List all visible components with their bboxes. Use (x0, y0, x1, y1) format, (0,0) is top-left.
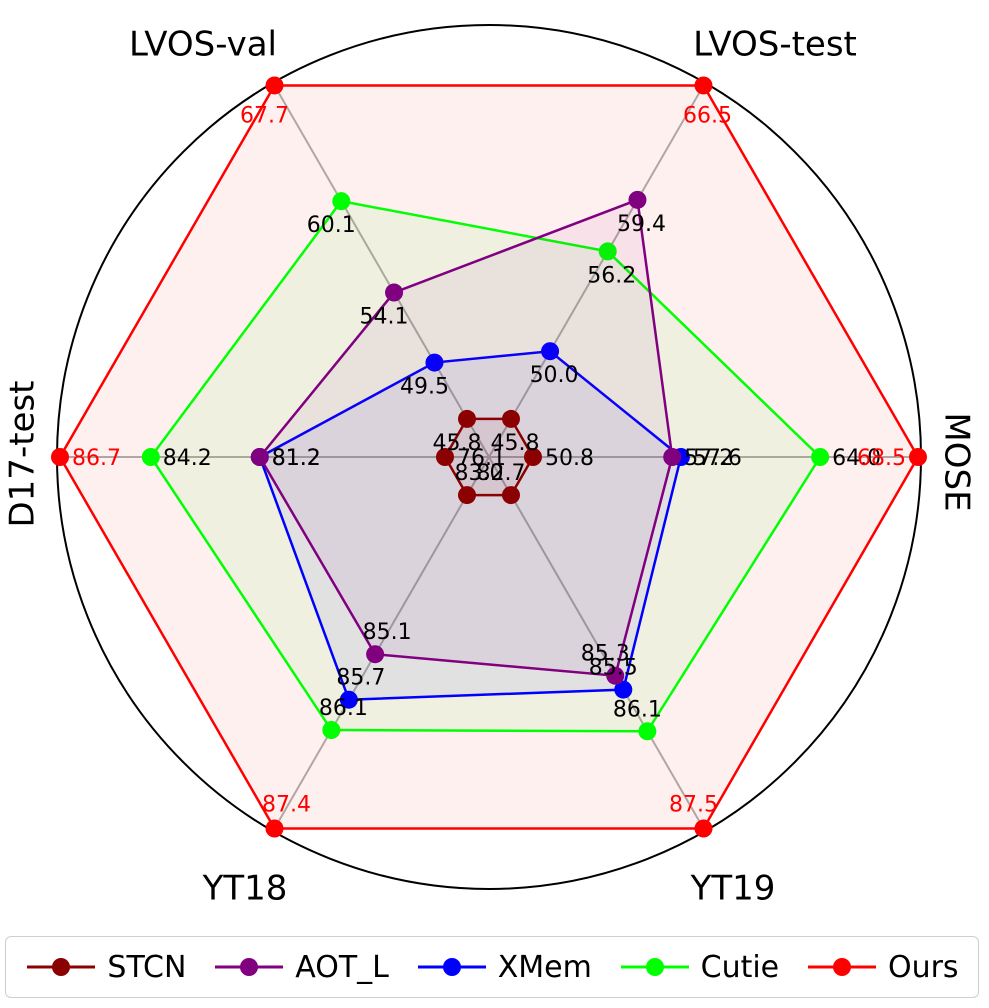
axis-spoke-lvos-test (488, 82, 706, 458)
series-aot-l-marker-yt19 (606, 666, 625, 685)
series-stcn-marker-yt18 (458, 486, 476, 505)
value-label-xmem-lvos-test: 50.0 (530, 363, 579, 388)
value-label-ours-yt18: 87.4 (262, 793, 311, 818)
series-ours-marker-lvos-test (694, 76, 713, 95)
legend: STCN AOT_L XMem Cutie Ours (5, 936, 979, 998)
value-label-ours-d17-test: 86.7 (72, 446, 121, 471)
value-label-aot-l-mose: 57.2 (684, 446, 733, 471)
axis-label-lvos-val: LVOS-val (129, 25, 277, 65)
series-ours-marker-yt19 (694, 819, 713, 838)
series-ours-marker-mose (909, 448, 927, 466)
value-label-xmem-d17-test: 81.2 (272, 446, 321, 471)
legend-item-stcn: STCN (25, 950, 186, 985)
legend-label-xmem: XMem (497, 949, 592, 985)
series-xmem-marker-yt18 (339, 690, 358, 709)
series-aot-l-marker-lvos-val (385, 283, 404, 302)
legend-label-cutie: Cutie (700, 949, 780, 985)
series-stcn-marker-lvos-val (458, 409, 476, 428)
value-label-stcn-yt19: 82.7 (477, 461, 526, 486)
value-label-cutie-lvos-test: 56.2 (587, 263, 636, 288)
series-cutie-marker-lvos-val (332, 192, 351, 211)
value-label-stcn-yt18: 83.0 (455, 461, 504, 486)
value-label-cutie-yt18: 86.1 (319, 696, 368, 721)
legend-label-aot-l: AOT_L (295, 949, 389, 985)
axis-spoke-lvos-val (272, 82, 490, 458)
value-label-stcn-mose: 50.8 (545, 446, 594, 471)
axis-label-mose: MOSE (937, 412, 977, 511)
series-cutie-marker-yt18 (322, 721, 341, 740)
series-stcn-marker-d17-test (436, 448, 454, 466)
series-ours-marker-lvos-val (265, 76, 284, 95)
legend-swatch-aot-l (215, 958, 284, 976)
value-label-xmem-lvos-val: 49.5 (400, 375, 449, 400)
series-cutie-marker-d17-test (141, 448, 160, 466)
legend-label-stcn: STCN (107, 949, 187, 985)
value-label-stcn-lvos-test: 45.8 (491, 431, 540, 456)
series-aot-l-marker-yt18 (366, 645, 385, 664)
axis-spoke-yt18 (272, 456, 490, 832)
series-cutie-marker-lvos-test (598, 242, 617, 261)
series-ours-marker-yt18 (265, 819, 284, 838)
series-xmem-marker-lvos-test (541, 342, 560, 361)
axis-spoke-yt19 (488, 456, 706, 832)
legend-swatch-cutie (620, 958, 689, 976)
value-label-aot-l-yt19: 85.3 (581, 642, 630, 667)
legend-swatch-xmem (417, 958, 486, 976)
value-label-aot-l-lvos-val: 54.1 (360, 305, 409, 330)
series-xmem-marker-yt19 (614, 680, 633, 699)
axis-label-yt19: YT19 (690, 869, 776, 909)
value-label-aot-l-d17-test: 81.2 (272, 446, 321, 471)
legend-item-aot-l: AOT_L (213, 950, 389, 985)
value-label-xmem-mose: 57.6 (693, 446, 742, 471)
value-label-stcn-d17-test: 76.1 (457, 446, 506, 471)
series-stcn-marker-yt19 (502, 486, 520, 505)
series-stcn-marker-lvos-test (502, 409, 520, 428)
value-label-ours-mose: 68.5 (857, 446, 906, 471)
value-label-ours-lvos-test: 66.5 (683, 103, 732, 128)
legend-swatch-stcn (27, 958, 96, 976)
value-label-cutie-mose: 64.0 (832, 446, 881, 471)
value-label-xmem-yt19: 85.5 (589, 656, 638, 681)
axis-label-d17-test: D17-test (3, 380, 43, 527)
series-layer (51, 76, 927, 838)
value-label-aot-l-yt18: 85.1 (363, 620, 412, 645)
value-label-layer: 50.845.845.876.183.082.757.259.454.181.2… (72, 103, 906, 817)
value-label-ours-yt19: 87.5 (669, 793, 718, 818)
value-label-aot-l-lvos-test: 59.4 (617, 212, 666, 237)
value-label-stcn-lvos-val: 45.8 (433, 431, 482, 456)
legend-swatch-ours (807, 958, 876, 976)
legend-label-ours: Ours (887, 949, 959, 985)
legend-item-xmem: XMem (416, 950, 592, 985)
series-cutie-marker-mose (811, 448, 830, 466)
series-aot-l-marker-d17-test (250, 448, 269, 466)
radar-chart: 50.845.845.876.183.082.757.259.454.181.2… (3, 24, 977, 909)
series-ours-marker-d17-test (51, 448, 69, 466)
series-aot-l-marker-mose (663, 448, 682, 466)
series-stcn-marker-mose (524, 448, 542, 466)
value-label-xmem-yt18: 85.7 (336, 666, 385, 691)
series-xmem-marker-lvos-val (425, 353, 444, 372)
series-cutie-marker-yt19 (638, 722, 657, 741)
axis-label-lvos-test: LVOS-test (693, 25, 857, 65)
value-label-cutie-d17-test: 84.2 (163, 446, 212, 471)
value-label-ours-lvos-val: 67.7 (240, 103, 289, 128)
value-label-cutie-yt19: 86.1 (613, 697, 662, 722)
legend-item-ours: Ours (806, 950, 959, 985)
series-aot-l-marker-lvos-test (628, 190, 647, 209)
legend-item-cutie: Cutie (619, 949, 780, 985)
value-label-cutie-lvos-val: 60.1 (307, 213, 356, 238)
axis-label-yt18: YT18 (202, 869, 288, 909)
